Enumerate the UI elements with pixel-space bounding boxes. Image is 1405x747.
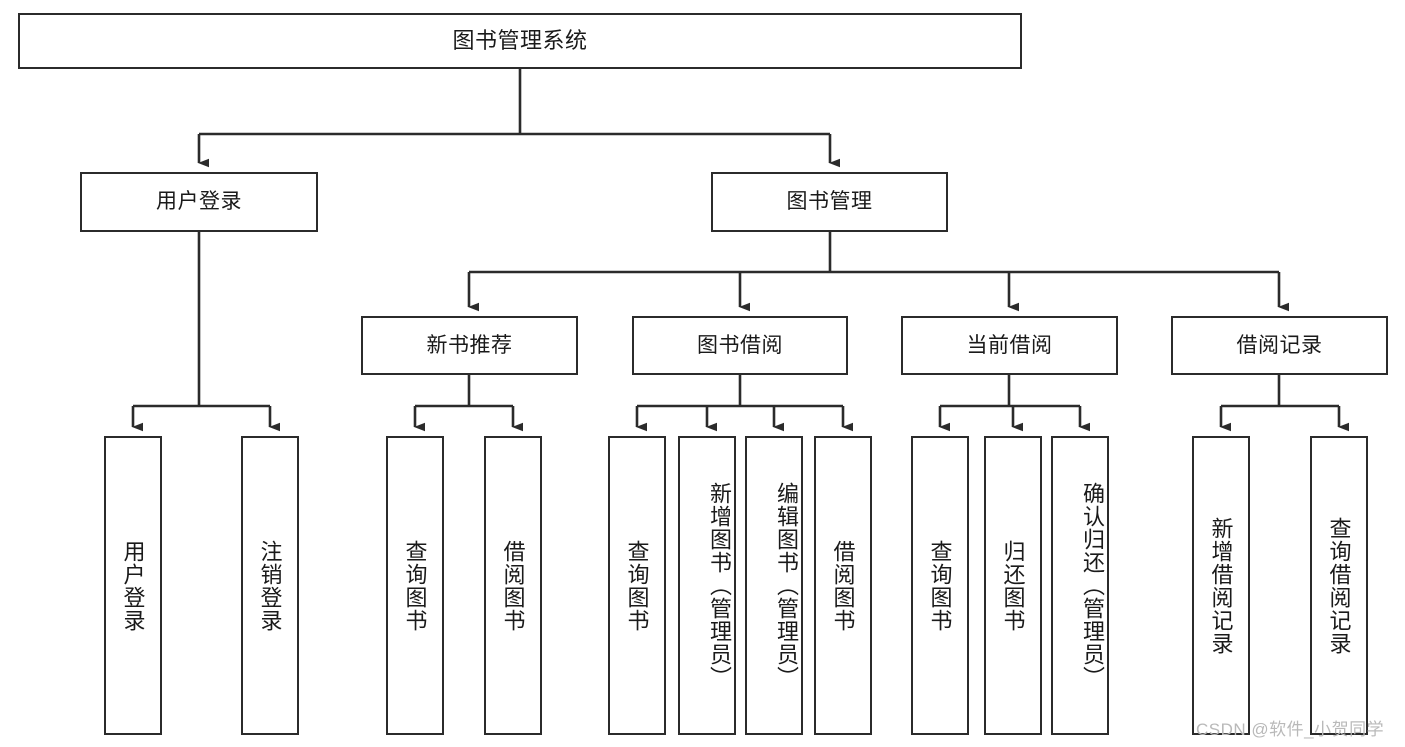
node-leaf-borrow-book-2[interactable]: 借阅图书 (814, 436, 872, 735)
node-leaf-query-book-2-label: 查询图书 (624, 539, 650, 632)
watermark-text: CSDN @软件_小贺同学 (1196, 720, 1385, 739)
node-leaf-add-record[interactable]: 新增借阅记录 (1192, 436, 1250, 735)
node-leaf-borrow-book-2-label: 借阅图书 (830, 539, 856, 632)
node-new-book-rec[interactable]: 新书推荐 (361, 316, 578, 375)
node-leaf-logout-label: 注销登录 (257, 539, 283, 632)
node-leaf-return-book-label: 归还图书 (1000, 539, 1026, 632)
node-leaf-borrow-book-1[interactable]: 借阅图书 (484, 436, 542, 735)
node-leaf-query-book-3[interactable]: 查询图书 (911, 436, 969, 735)
node-borrow-record-label: 借阅记录 (1236, 333, 1323, 357)
node-leaf-add-record-label: 新增借阅记录 (1208, 516, 1234, 655)
node-leaf-query-book-2[interactable]: 查询图书 (608, 436, 666, 735)
node-leaf-query-record[interactable]: 查询借阅记录 (1310, 436, 1368, 735)
node-leaf-edit-book[interactable]: 编辑图书（管理员） (745, 436, 803, 735)
node-leaf-user-login-label: 用户登录 (120, 539, 146, 632)
node-book-manage-label: 图书管理 (786, 190, 873, 214)
node-leaf-confirm-return[interactable]: 确认归还（管理员） (1051, 436, 1109, 735)
node-current-borrow[interactable]: 当前借阅 (901, 316, 1118, 375)
node-user-login[interactable]: 用户登录 (80, 172, 318, 232)
node-leaf-user-login[interactable]: 用户登录 (104, 436, 162, 735)
node-user-login-label: 用户登录 (156, 190, 242, 214)
node-root-label: 图书管理系统 (452, 27, 588, 53)
node-book-manage[interactable]: 图书管理 (711, 172, 948, 232)
node-leaf-query-book-3-label: 查询图书 (927, 539, 953, 632)
node-borrow-record[interactable]: 借阅记录 (1171, 316, 1388, 375)
node-book-borrow-label: 图书借阅 (697, 333, 783, 357)
node-leaf-confirm-return-label: 确认归还（管理员） (1080, 482, 1105, 689)
node-root-system[interactable]: 图书管理系统 (18, 13, 1022, 69)
node-book-borrow[interactable]: 图书借阅 (632, 316, 848, 375)
node-leaf-edit-book-label: 编辑图书（管理员） (774, 482, 799, 689)
node-leaf-query-record-label: 查询借阅记录 (1326, 516, 1352, 655)
node-current-borrow-label: 当前借阅 (966, 333, 1053, 357)
node-leaf-logout[interactable]: 注销登录 (241, 436, 299, 735)
node-leaf-add-book[interactable]: 新增图书（管理员） (678, 436, 736, 735)
node-leaf-query-book-1[interactable]: 查询图书 (386, 436, 444, 735)
node-leaf-borrow-book-1-label: 借阅图书 (500, 539, 526, 632)
node-leaf-query-book-1-label: 查询图书 (402, 539, 428, 632)
node-leaf-return-book[interactable]: 归还图书 (984, 436, 1042, 735)
node-leaf-add-book-label: 新增图书（管理员） (707, 482, 732, 689)
node-new-book-rec-label: 新书推荐 (426, 333, 513, 357)
